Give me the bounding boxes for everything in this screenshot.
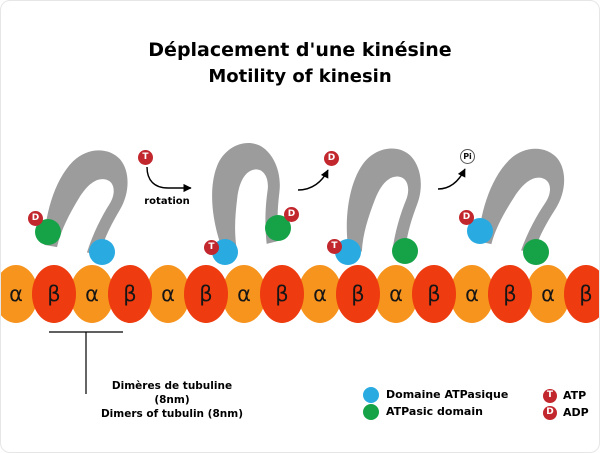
tubulin-alpha: α <box>450 265 494 323</box>
pi-release-arrow <box>437 168 466 190</box>
atp-label: ATP <box>563 389 587 402</box>
tubulin-beta: β <box>184 265 228 323</box>
tubulin-alpha: α <box>222 265 266 323</box>
rotation-label: rotation <box>144 196 190 207</box>
tubulin-alpha: α <box>526 265 570 323</box>
tubulin-label: β <box>427 282 441 306</box>
kinesin-state-1 <box>44 150 128 255</box>
tubulin-label: β <box>199 282 213 306</box>
tubulin-label: β <box>275 282 289 306</box>
dimer-legend: Dimères de tubuline (8nm) Dimers of tubu… <box>96 379 248 421</box>
tubulin-beta: β <box>564 265 599 323</box>
title-french: Déplacement d'une kinésine <box>148 39 452 61</box>
tubulin-alpha: α <box>1 265 38 323</box>
adp-badge: D <box>28 211 43 226</box>
legend-row-adp: D ADP <box>543 404 589 421</box>
tubulin-alpha: α <box>70 265 114 323</box>
atpase-label-english: ATPasic domain <box>386 405 483 418</box>
tubulin-label: α <box>465 282 479 306</box>
tubulin-label: α <box>85 282 99 306</box>
kinesin-body <box>212 143 280 255</box>
tubulin-label: α <box>161 282 175 306</box>
kinesin-state-2 <box>212 143 280 255</box>
blue-domain-icon <box>363 386 379 403</box>
atpase-legend: Domaine ATPasique ATPasic domain <box>363 386 508 420</box>
atp-badge: T <box>204 240 219 255</box>
kinesin-state-4 <box>478 148 565 254</box>
tubulin-label: α <box>313 282 327 306</box>
tubulin-label: α <box>541 282 555 306</box>
tubulin-beta: β <box>108 265 152 323</box>
legend-row-atpase-fr: Domaine ATPasique <box>363 386 508 403</box>
adp-badge: D <box>284 207 299 222</box>
kinesin-body <box>478 148 565 254</box>
dimer-label-english: Dimers of tubulin (8nm) <box>100 408 244 420</box>
adp-label: ADP <box>563 406 589 419</box>
tubulin-label: β <box>503 282 517 306</box>
page-title: Déplacement d'une kinésine Motility of k… <box>1 39 599 87</box>
adp-icon: D <box>543 405 557 420</box>
tubulin-label: β <box>351 282 365 306</box>
atp-icon: T <box>543 388 557 403</box>
dimer-label-french: Dimères de tubuline (8nm) <box>111 380 233 406</box>
atpase-domain-green <box>523 239 549 265</box>
kinesin-body <box>44 150 128 255</box>
tubulin-label: β <box>123 282 137 306</box>
tubulin-label: β <box>47 282 61 306</box>
tubulin-alpha: α <box>146 265 190 323</box>
atpase-domain-blue <box>89 239 115 265</box>
tubulin-beta: β <box>32 265 76 323</box>
atp-badge: T <box>138 150 153 165</box>
tubulin-beta: β <box>336 265 380 323</box>
atp-binding-arrow <box>146 166 192 193</box>
atpase-domain-green <box>392 238 418 264</box>
adp-badge: D <box>324 151 339 166</box>
tubulin-alpha: α <box>374 265 418 323</box>
title-english: Motility of kinesin <box>208 66 392 87</box>
adp-badge: D <box>459 210 474 225</box>
tubulin-label: α <box>237 282 251 306</box>
tubulin-alpha: α <box>298 265 342 323</box>
tubulin-beta: β <box>412 265 456 323</box>
tubulin-beta: β <box>488 265 532 323</box>
tubulin-label: α <box>389 282 403 306</box>
adp-release-arrow <box>297 169 329 191</box>
atpase-label-french: Domaine ATPasique <box>386 388 509 401</box>
nucleotide-legend: T ATP D ADP <box>543 387 589 421</box>
tubulin-label: β <box>579 282 593 306</box>
tubulin-beta: β <box>260 265 304 323</box>
tubulin-label: α <box>9 282 23 306</box>
phosphate-badge: Pi <box>460 149 475 164</box>
kinesin-state-3 <box>346 148 421 252</box>
green-domain-icon <box>363 403 379 420</box>
atp-badge: T <box>327 239 342 254</box>
legend-row-atpase-en: ATPasic domain <box>363 403 508 420</box>
legend-row-atp: T ATP <box>543 387 589 404</box>
kinesin-body <box>346 148 421 252</box>
